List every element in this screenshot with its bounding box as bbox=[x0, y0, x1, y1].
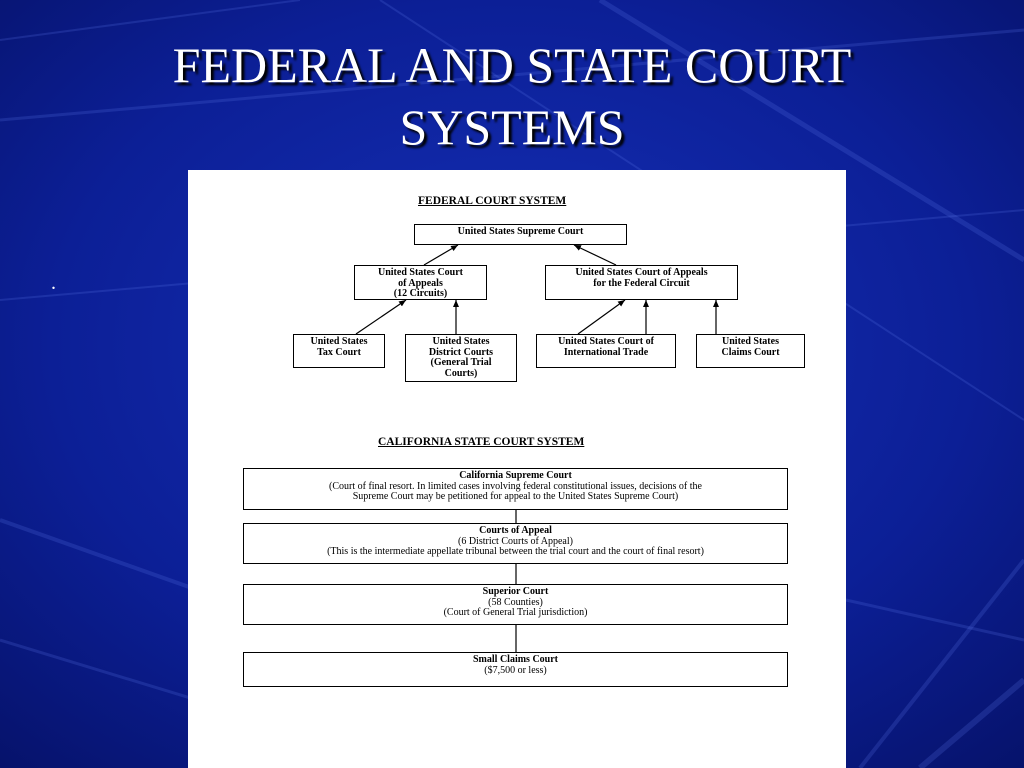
bullet-point: . bbox=[51, 272, 56, 294]
california-supreme-court-desc-1: (Court of final resort. In limited cases… bbox=[329, 480, 702, 492]
us-court-of-appeals-line-3: (12 Circuits) bbox=[393, 288, 448, 299]
california-supreme-court-desc-2: Supreme Court may be petitioned for appe… bbox=[352, 491, 679, 502]
us-supreme-court-box: United States Supreme Court bbox=[414, 224, 627, 245]
california-supreme-court-box: California Supreme Court (Court of final… bbox=[243, 468, 788, 510]
us-court-of-appeals-line-1: United States Court bbox=[378, 267, 463, 278]
superior-court-desc-1: (58 Counties) bbox=[488, 596, 543, 608]
slide-title: FEDERAL AND STATE COURT SYSTEMS bbox=[0, 34, 1024, 158]
court-chart-sheet: FEDERAL COURT SYSTEM United States Supre… bbox=[188, 170, 846, 768]
international-trade-box: United States Court of International Tra… bbox=[536, 334, 676, 368]
us-district-courts-line-1: United States bbox=[432, 336, 490, 347]
federal-circuit-line-1: United States Court of Appeals bbox=[575, 267, 708, 278]
international-trade-line-2: International Trade bbox=[563, 346, 649, 358]
california-heading: CALIFORNIA STATE COURT SYSTEM bbox=[378, 436, 585, 448]
federal-circuit-box: United States Court of Appeals for the F… bbox=[545, 265, 738, 300]
arrow-appeals-to-supreme bbox=[423, 244, 459, 266]
us-claims-court-line-1: United States bbox=[722, 336, 779, 347]
slide-title-line-1: FEDERAL AND STATE COURT bbox=[172, 37, 852, 93]
us-district-courts-line-3: (General Trial bbox=[430, 357, 492, 368]
connector-lines bbox=[355, 244, 719, 652]
small-claims-court-box: Small Claims Court ($7,500 or less) bbox=[243, 652, 788, 687]
us-district-courts-line-4: Courts) bbox=[444, 367, 478, 379]
us-tax-court-box: United States Tax Court bbox=[293, 334, 385, 368]
small-claims-court-desc-1: ($7,500 or less) bbox=[484, 664, 547, 676]
courts-of-appeal-desc-1: (6 District Courts of Appeal) bbox=[458, 535, 573, 547]
courts-of-appeal-desc-2: (This is the intermediate appellate trib… bbox=[327, 546, 704, 557]
us-court-of-appeals-box: United States Court of Appeals (12 Circu… bbox=[354, 265, 487, 300]
arrow-trade-to-federal-circuit bbox=[577, 299, 626, 335]
federal-heading: FEDERAL COURT SYSTEM bbox=[418, 195, 567, 207]
international-trade-line-1: United States Court of bbox=[558, 336, 654, 347]
us-district-courts-line-2: District Courts bbox=[428, 346, 494, 358]
federal-circuit-line-2: for the Federal Circuit bbox=[593, 277, 690, 289]
us-supreme-court-label: United States Supreme Court bbox=[457, 226, 584, 237]
us-claims-court-line-2: Claims Court bbox=[721, 346, 780, 358]
courts-of-appeal-box: Courts of Appeal (6 District Courts of A… bbox=[243, 523, 788, 564]
us-district-courts-box: United States District Courts (General T… bbox=[405, 334, 517, 382]
superior-court-title: Superior Court bbox=[482, 586, 549, 597]
us-tax-court-line-2: Tax Court bbox=[317, 346, 361, 358]
slide-title-line-2: SYSTEMS bbox=[399, 99, 625, 155]
arrow-federal-circuit-to-supreme bbox=[573, 244, 617, 266]
small-claims-court-title: Small Claims Court bbox=[473, 654, 558, 665]
us-claims-court-box: United States Claims Court bbox=[696, 334, 805, 368]
superior-court-desc-2: (Court of General Trial jurisdiction) bbox=[443, 607, 588, 618]
arrow-tax-to-appeals bbox=[355, 299, 407, 335]
courts-of-appeal-title: Courts of Appeal bbox=[479, 525, 552, 536]
us-court-of-appeals-line-2: of Appeals bbox=[398, 277, 443, 289]
us-tax-court-line-1: United States bbox=[310, 336, 368, 347]
superior-court-box: Superior Court (58 Counties) (Court of G… bbox=[243, 584, 788, 625]
california-supreme-court-title: California Supreme Court bbox=[459, 470, 572, 481]
